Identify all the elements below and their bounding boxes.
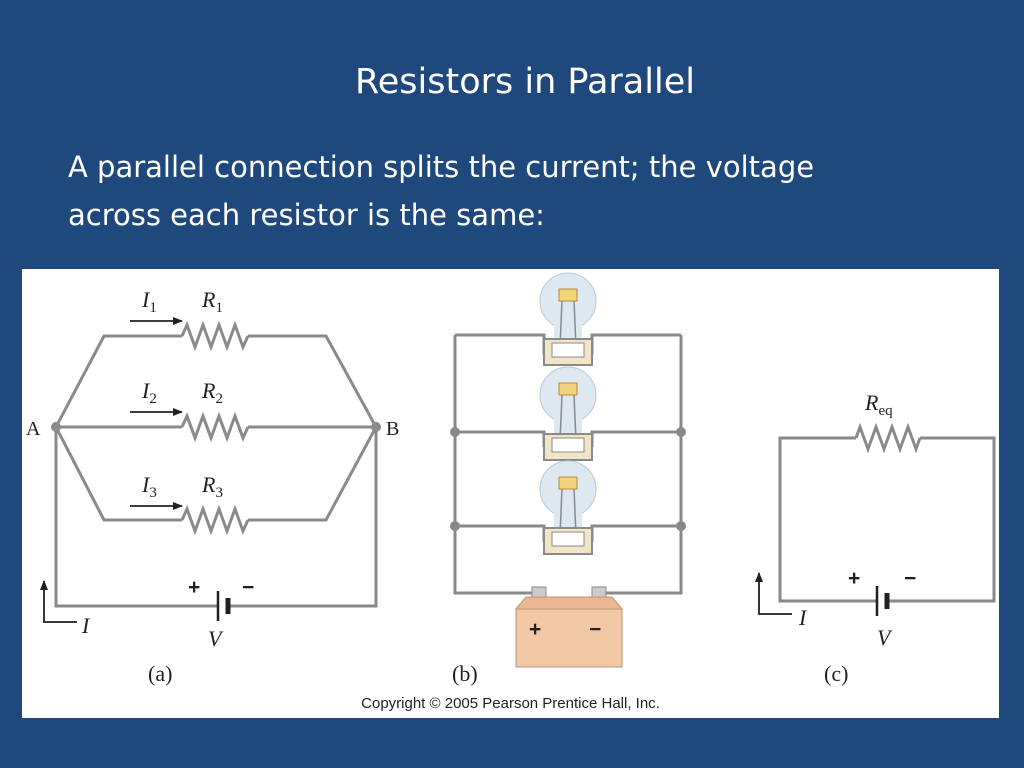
voltage-label-c: V xyxy=(877,625,893,650)
caption-b: (b) xyxy=(452,661,478,686)
voltage-label-a: V xyxy=(208,626,224,651)
battery-a-plus: + xyxy=(188,576,200,599)
resistor-r3 xyxy=(180,504,250,536)
source-current-arrow-c xyxy=(755,572,792,615)
body-line-2: across each resistor is the same: xyxy=(68,198,545,232)
panel-b-nodes xyxy=(450,427,686,531)
battery-c-plus: + xyxy=(848,567,860,590)
slide-title: Resistors in Parallel xyxy=(355,62,695,102)
battery-b-plus: + xyxy=(529,618,541,641)
panel-a xyxy=(54,334,378,608)
branch1-resistor-label: R1 xyxy=(201,287,223,316)
light-bulb-2 xyxy=(539,366,597,461)
branch2-resistor-label: R2 xyxy=(201,378,223,407)
branch3-current-label: I3 xyxy=(141,472,157,501)
branch1-current-label: I1 xyxy=(141,287,157,316)
battery-b-minus: − xyxy=(589,618,601,641)
node-a-label: A xyxy=(26,418,41,440)
circuit-figure: I1 R1 I2 R2 I3 R3 A B I V (a) + − xyxy=(22,269,999,718)
body-line-1: A parallel connection splits the current… xyxy=(68,150,815,184)
source-current-label-a: I xyxy=(81,613,91,638)
req-label: Req xyxy=(864,390,893,419)
caption-a: (a) xyxy=(148,661,172,686)
source-current-label-c: I xyxy=(798,605,808,630)
node-b-label: B xyxy=(386,418,399,440)
resistor-req xyxy=(854,422,922,454)
branch2-current-label: I2 xyxy=(141,378,157,407)
source-current-arrow-a xyxy=(40,580,77,623)
battery-c-symbol xyxy=(875,586,890,616)
battery-a-minus: − xyxy=(242,576,254,599)
panel-c-wires xyxy=(778,436,996,603)
light-bulb-1 xyxy=(539,272,597,366)
resistor-r2 xyxy=(180,411,250,443)
node-a-dot xyxy=(51,422,61,432)
light-bulb-3 xyxy=(539,460,597,555)
panel-a-resistors xyxy=(180,320,250,536)
slide-body-text: A parallel connection splits the current… xyxy=(68,143,968,239)
node-b-dot xyxy=(371,422,381,432)
branch3-resistor-label: R3 xyxy=(201,472,223,501)
resistor-r1 xyxy=(180,320,250,352)
battery-c-minus: − xyxy=(904,567,916,590)
circuit-diagram-svg: I1 R1 I2 R2 I3 R3 A B I V (a) + − xyxy=(26,272,996,686)
copyright-notice: Copyright © 2005 Pearson Prentice Hall, … xyxy=(361,695,660,712)
caption-c: (c) xyxy=(824,661,848,686)
battery-b xyxy=(514,586,624,668)
battery-a-symbol xyxy=(216,591,231,621)
